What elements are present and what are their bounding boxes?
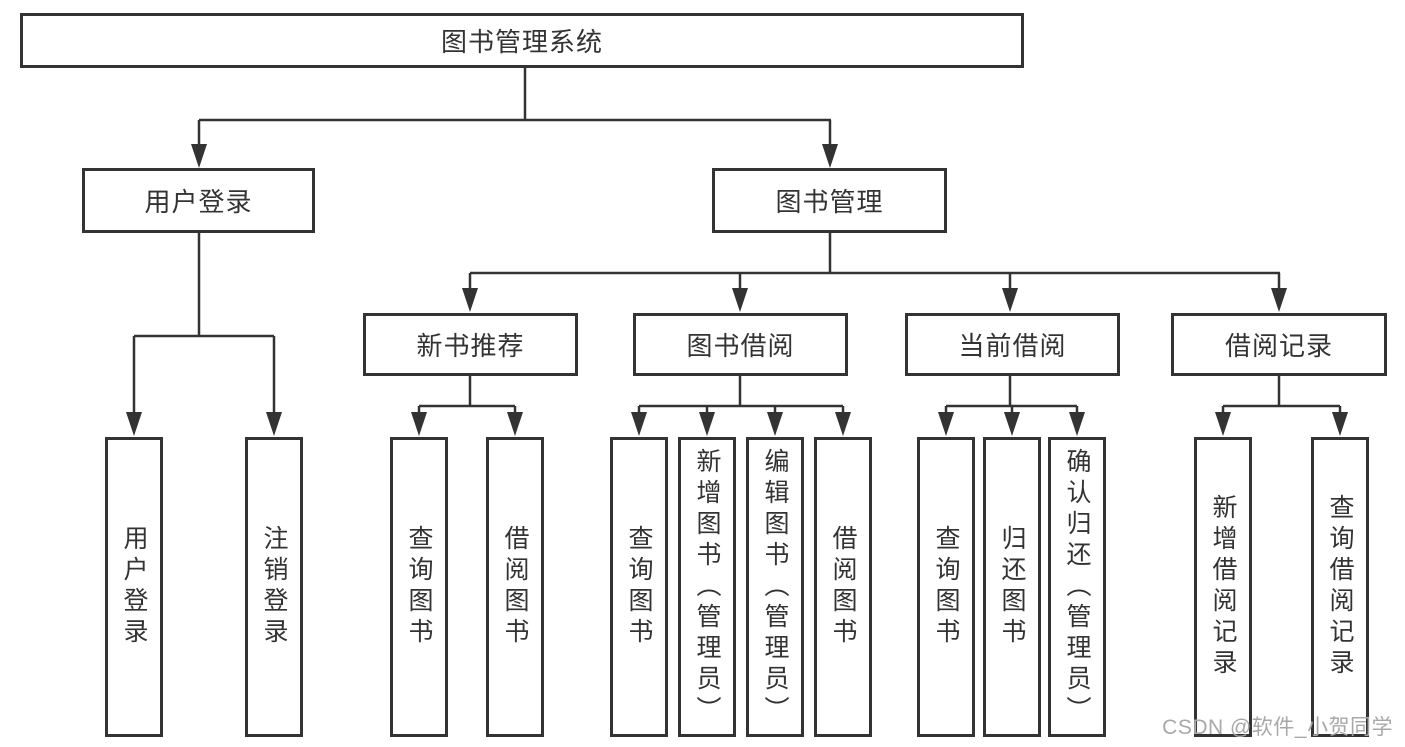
- leaf-return-books: 归还图书: [983, 437, 1041, 737]
- leaf-add-book-admin: 新增图书（管理员）: [678, 437, 736, 737]
- node-book-management: 图书管理: [712, 168, 947, 233]
- leaf-edit-book-admin: 编辑图书（管理员）: [746, 437, 804, 737]
- csdn-watermark: CSDN @软件_小贺同学: [1162, 716, 1393, 739]
- arrowheads: [126, 144, 1348, 436]
- leaf-confirm-return-admin: 确认归还（管理员）: [1048, 437, 1106, 737]
- node-book-borrowing: 图书借阅: [633, 313, 848, 376]
- leaf-add-borrow-record: 新增借阅记录: [1194, 437, 1252, 737]
- leaf-borrow-books-borrowing: 借阅图书: [814, 437, 872, 737]
- leaf-borrow-books-recommend: 借阅图书: [486, 437, 544, 737]
- leaf-query-books-recommend: 查询图书: [390, 437, 448, 737]
- leaf-query-books-current: 查询图书: [917, 437, 975, 737]
- leaf-query-books-borrowing: 查询图书: [610, 437, 668, 737]
- leaf-query-borrow-record: 查询借阅记录: [1311, 437, 1369, 737]
- leaf-user-login: 用户登录: [105, 437, 163, 737]
- node-current-borrowing: 当前借阅: [905, 313, 1120, 376]
- node-library-management-system: 图书管理系统: [20, 13, 1024, 68]
- node-new-book-recommendation: 新书推荐: [363, 313, 578, 376]
- node-user-login: 用户登录: [82, 168, 315, 233]
- node-borrowing-records: 借阅记录: [1171, 313, 1387, 376]
- leaf-logout-login: 注销登录: [245, 437, 303, 737]
